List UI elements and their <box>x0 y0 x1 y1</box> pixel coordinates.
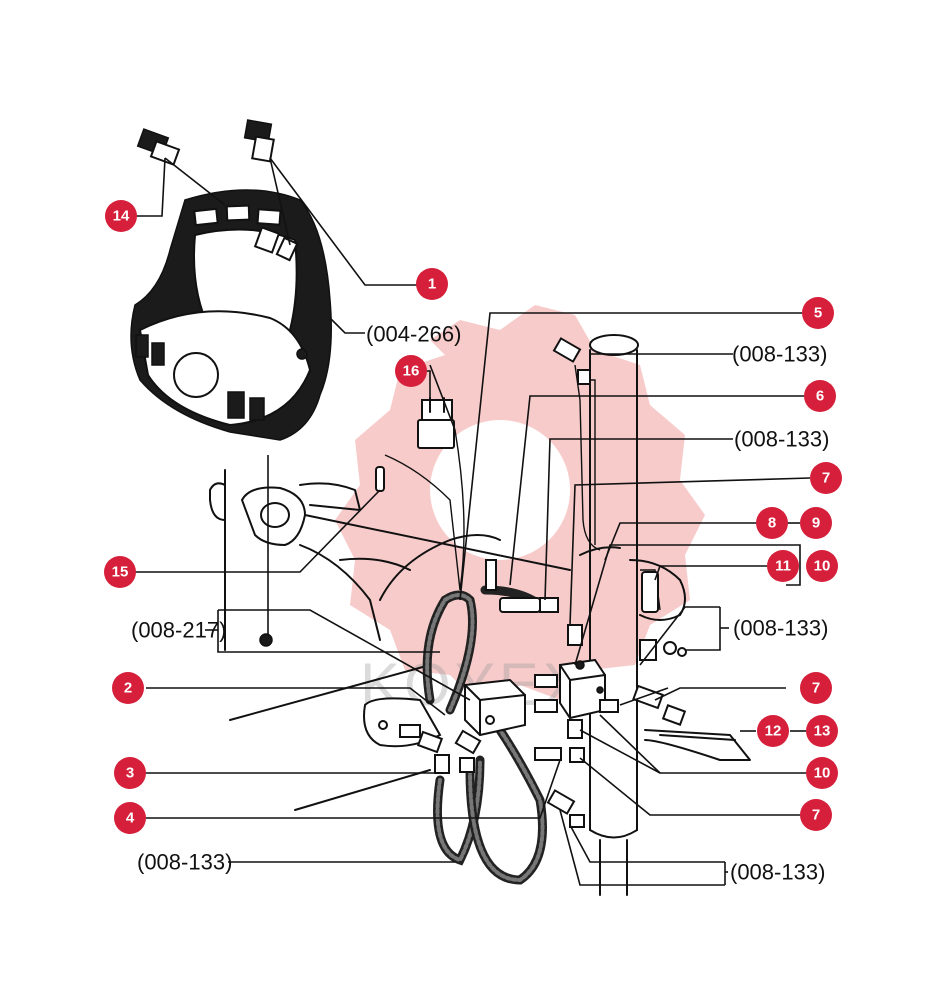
reference-top-right: (008-133) <box>732 342 827 367</box>
reference-bottom-left: (008-133) <box>137 850 232 875</box>
svg-text:4: 4 <box>126 810 135 827</box>
svg-text:13: 13 <box>814 723 831 740</box>
svg-text:(008-133): (008-133) <box>137 850 232 875</box>
svg-text:10: 10 <box>814 558 831 575</box>
callout-9[interactable]: 9 <box>800 507 832 539</box>
svg-text:10: 10 <box>814 765 831 782</box>
rocker-switch-right <box>243 119 275 163</box>
svg-text:2: 2 <box>124 680 132 697</box>
svg-text:7: 7 <box>812 807 820 824</box>
callout-7-upper[interactable]: 7 <box>810 462 842 494</box>
callout-11[interactable]: 11 <box>767 550 799 582</box>
svg-text:6: 6 <box>816 388 824 405</box>
svg-text:11: 11 <box>775 558 791 575</box>
svg-text:(004-266): (004-266) <box>366 322 461 347</box>
callout-1[interactable]: 1 <box>416 268 448 300</box>
svg-text:(008-133): (008-133) <box>733 616 828 641</box>
svg-text:14: 14 <box>113 208 130 225</box>
svg-text:3: 3 <box>126 765 134 782</box>
dashboard-console <box>130 189 332 441</box>
reference-upper-right: (008-133) <box>734 427 829 452</box>
callout-10-lower[interactable]: 10 <box>806 757 838 789</box>
callout-4[interactable]: 4 <box>114 802 146 834</box>
svg-text:16: 16 <box>403 363 420 380</box>
leader-lines <box>120 157 811 886</box>
svg-text:8: 8 <box>768 515 776 532</box>
callout-5[interactable]: 5 <box>802 297 834 329</box>
reference-console: (004-266) <box>366 322 461 347</box>
svg-text:(008-217): (008-217) <box>131 618 226 643</box>
callout-6[interactable]: 6 <box>804 380 836 412</box>
valve-block-right <box>559 658 606 720</box>
svg-text:5: 5 <box>814 305 822 322</box>
frame-bracket <box>209 469 686 811</box>
valve-block-left <box>464 678 526 737</box>
callout-10-upper[interactable]: 10 <box>806 550 838 582</box>
callout-2[interactable]: 2 <box>112 672 144 704</box>
callout-14[interactable]: 14 <box>105 200 137 232</box>
svg-text:1: 1 <box>428 276 436 293</box>
reference-mid-right: (008-133) <box>733 616 828 641</box>
callout-7-lower[interactable]: 7 <box>800 799 832 831</box>
svg-text:12: 12 <box>765 723 782 740</box>
pin-component <box>375 466 385 492</box>
callout-3[interactable]: 3 <box>114 757 146 789</box>
callout-12[interactable]: 12 <box>757 715 789 747</box>
svg-text:7: 7 <box>812 680 820 697</box>
svg-text:(008-133): (008-133) <box>734 427 829 452</box>
relay-component <box>417 397 455 449</box>
svg-text:9: 9 <box>812 515 820 532</box>
reference-left: (008-217) <box>131 618 226 643</box>
svg-text:(008-133): (008-133) <box>732 342 827 367</box>
hose-fittings <box>399 337 751 828</box>
callout-8[interactable]: 8 <box>756 507 788 539</box>
svg-text:15: 15 <box>112 564 129 581</box>
callout-7-middle[interactable]: 7 <box>800 672 832 704</box>
callout-15[interactable]: 15 <box>104 556 136 588</box>
callout-13[interactable]: 13 <box>806 715 838 747</box>
rocker-switch-left <box>136 128 181 166</box>
callout-16[interactable]: 16 <box>395 355 427 387</box>
svg-text:(008-133): (008-133) <box>730 860 825 885</box>
reference-bottom-right: (008-133) <box>730 860 825 885</box>
svg-text:7: 7 <box>822 470 830 487</box>
